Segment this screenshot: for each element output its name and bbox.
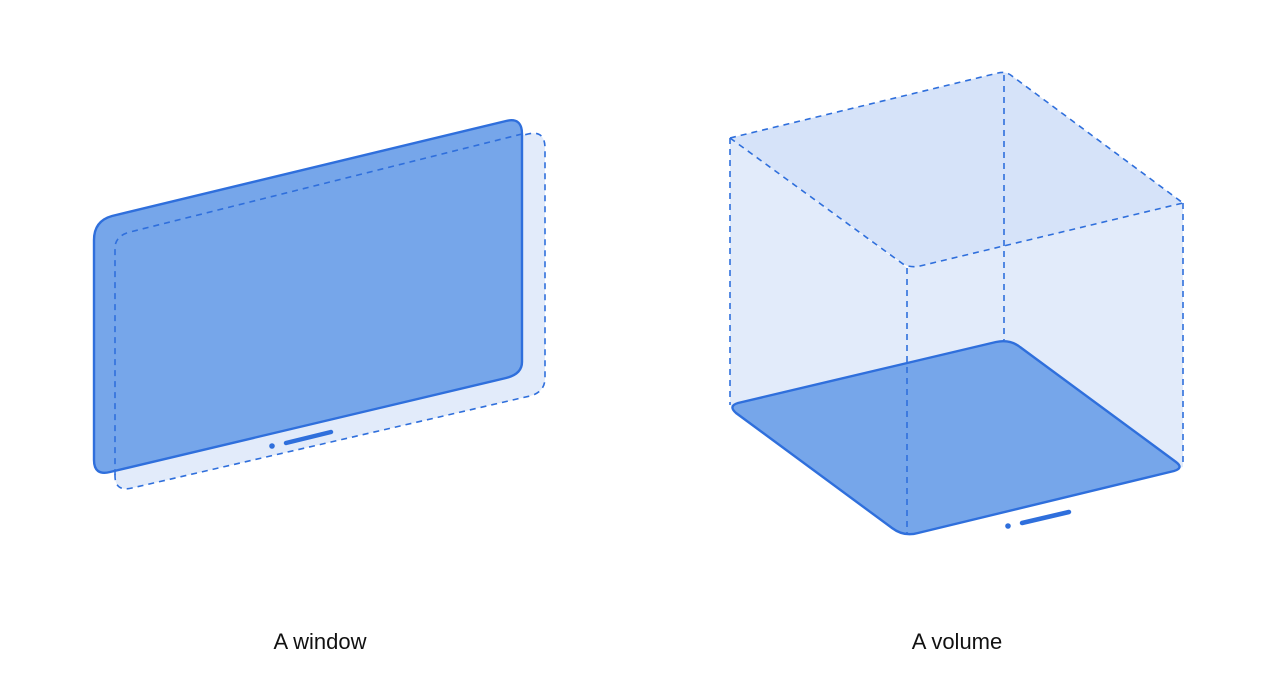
volume-illustration <box>729 71 1184 536</box>
volume-close-dot <box>1005 523 1011 529</box>
volume-grab-bar <box>1019 509 1072 526</box>
volume-dashed-edges <box>729 71 1184 533</box>
volume-floor <box>731 339 1181 536</box>
window-close-dot <box>269 443 275 449</box>
window-grab-bar <box>283 429 334 446</box>
window-caption: A window <box>273 629 367 654</box>
volume-top-face <box>730 72 1183 267</box>
volume-caption: A volume <box>911 629 1003 654</box>
window-front-panel <box>92 119 524 474</box>
window-illustration <box>92 119 546 490</box>
